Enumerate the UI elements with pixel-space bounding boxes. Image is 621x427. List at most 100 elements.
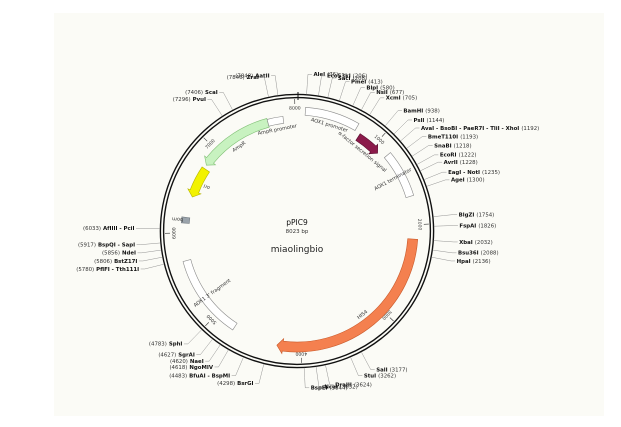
site-leader-line [303,367,310,389]
site-position: (206) [353,74,368,80]
site-position: (2088) [481,251,499,257]
tick-mark [203,137,208,142]
site-psli: PslI(1144) [414,118,445,124]
site-leader-line [205,344,221,362]
tick-label: 4000 [295,350,307,356]
site-leader-line [140,263,165,270]
site-position: (1754) [476,212,494,218]
site-name: BamHI [403,109,423,115]
feature-label: ori [203,182,211,190]
site-leader-line [411,145,433,157]
site-name: ScaI [205,90,218,96]
site-bspei: BspEI(3844) [311,386,348,392]
site-leader-line [255,363,265,384]
site-eco53ki: Eco53kI(206) [327,74,367,80]
site-leader-line [350,357,363,376]
tick-label: 8000 [289,105,301,111]
site-name: XbaI [459,240,473,246]
site-position: (1222) [459,153,477,159]
feature-factor-secretion-signal [355,133,379,155]
feature-label: HIS4 [356,309,369,321]
site-name: BsrGI [237,381,253,387]
site-leader-line [306,74,312,95]
tick-label: 6000 [171,227,177,239]
site-position: (938) [425,109,440,115]
site-position: (76) [327,72,338,78]
site-position: (1826) [478,223,496,229]
site-position: (6033) [83,226,101,232]
site-position: (5780) [76,267,94,273]
site-xbai: XbaI(2032) [459,240,493,246]
feature-aox1-3-fragment [182,259,238,331]
site-aatii: (7848)AatII [235,73,269,79]
site-name: PflFI - Tth111I [96,267,139,273]
site-name: EagI - NotI [448,170,480,176]
feature-ampr-promoter [266,116,285,127]
site-leader-line [433,214,458,217]
site-position: (1235) [482,170,500,176]
watermark-text: miaolingbio [271,245,324,255]
site-pvui: (7296)PvuI [173,97,206,103]
site-naei: (4620)NaeI [170,359,204,365]
site-leader-line [433,225,458,227]
site-name: BstZ17I [114,259,137,265]
site-position: (4783) [149,342,167,348]
site-zrai: (7846)ZraI [227,75,259,81]
backbone-inner-ring [162,96,432,366]
site-position: (7846) [227,75,245,81]
site-bmet110i: BmeT110I(1193) [428,134,478,140]
site-leader-line [416,154,439,165]
site-name: SalI [376,367,387,373]
site-position: (1228) [460,160,478,166]
site-position: (4627) [158,353,176,359]
site-name: SphI [169,342,183,348]
site-name: HpaI [457,259,471,265]
site-name: BlgZI [459,212,475,218]
site-pflfi-tth111i: (5780)PflFI - Tth111I [76,267,139,273]
site-position: (4620) [170,359,188,365]
plasmid-size: 8023 bp [286,229,309,235]
site-sgrai: (4627)SgrAI [158,353,195,359]
feature-bom [180,216,191,224]
site-name: PvuI [193,97,206,103]
site-alei: AleI(76) [313,72,338,78]
feature-label: bom [172,215,184,222]
site-position: (3624) [354,382,372,388]
site-leader-line [406,136,427,149]
site-ncoi: NcoI(3632) [324,384,357,390]
site-leader-line [361,351,375,370]
site-bsrgi: (4298)BsrGI [217,381,253,387]
site-pmei: PmeI(413) [351,79,383,85]
site-bsu36i: Bsu36I(2088) [458,251,499,257]
site-position: (4618) [169,365,187,371]
site-name: DraIII [335,382,352,388]
site-leader-line [369,97,385,115]
site-leader-line [214,349,229,368]
site-bamhi: BamHI(938) [403,109,439,115]
site-name: BfuAI - BspMI [189,373,230,379]
site-leader-line [315,366,323,387]
site-leader-line [271,75,279,96]
site-name: AvaI - BsoBI - PaeR7I - TliI - XhoI [421,126,519,132]
plasmid-name: pPIC9 [286,218,308,227]
site-leader-line [352,87,365,106]
site-leader-line [400,127,420,142]
site-afiiii-pcii: (6033)AfIIII - PciI [83,226,134,232]
feature-ampr [204,118,270,166]
site-draiii: DraIII(3624) [335,382,372,388]
site-position: (5917) [78,242,96,248]
site-sphi: (4783)SphI [149,342,183,348]
site-name: NgoMIV [189,365,213,371]
site-leader-line [136,242,161,245]
site-nsii: NsiI(677) [376,90,404,96]
site-leader-line [138,256,163,262]
site-position: (5806) [94,259,112,265]
site-leader-line [207,99,223,117]
tick-label: 2000 [416,219,423,231]
site-position: (580) [380,85,395,91]
site-name: EcoRI [440,153,457,159]
site-bspqi-sapi: (5917)BspQI - SapI [78,242,135,248]
site-position: (3262) [378,373,396,379]
